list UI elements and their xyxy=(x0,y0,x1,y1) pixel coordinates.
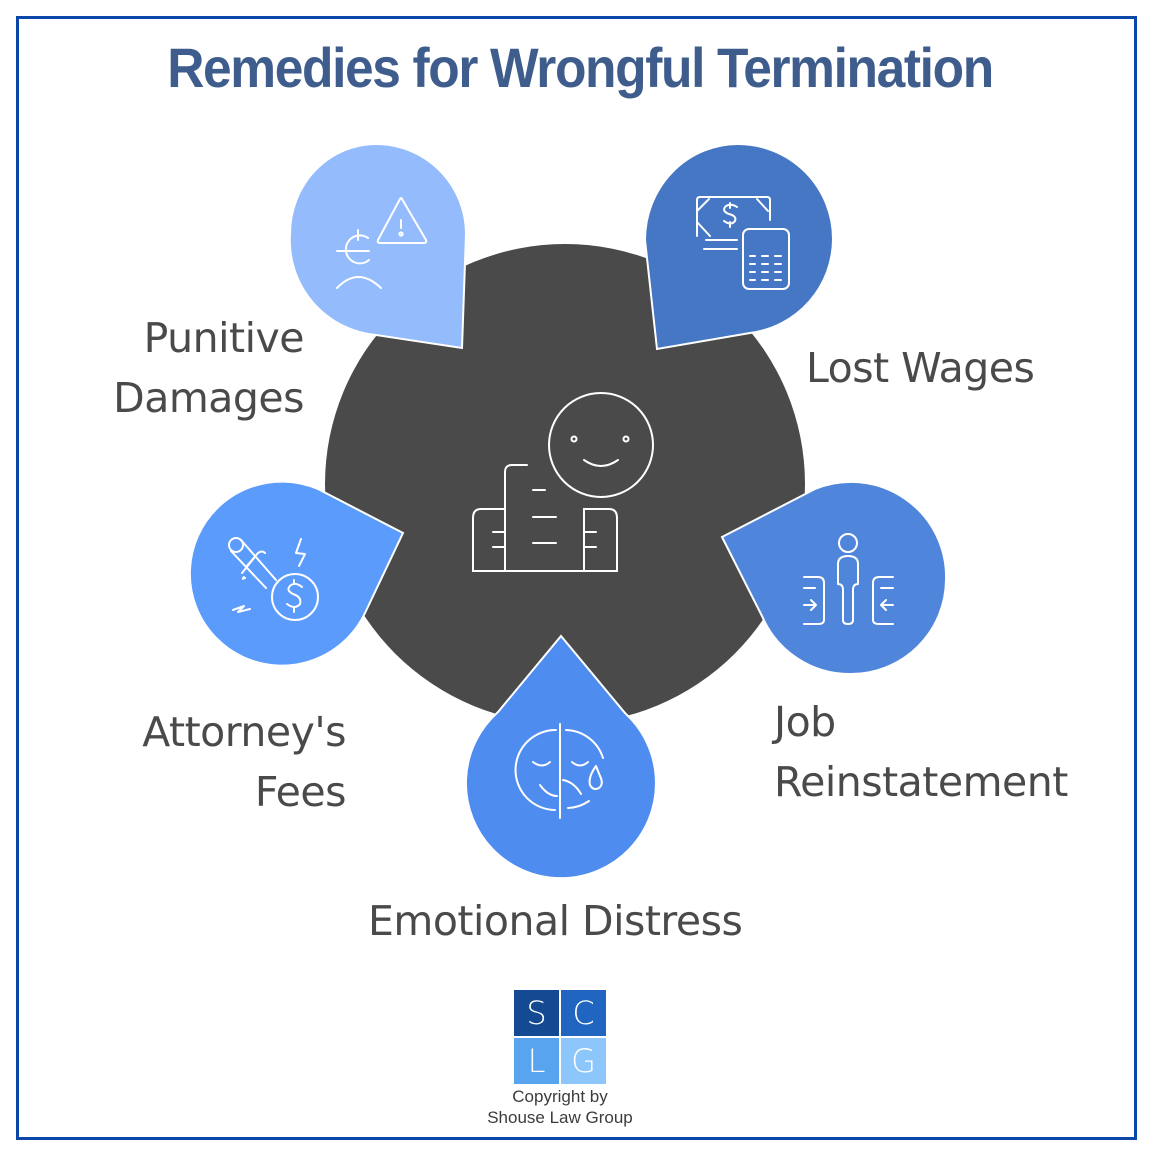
label-punitive-damages: Punitive Damages xyxy=(60,308,304,428)
sad-happy-face-icon xyxy=(514,723,604,819)
logo-cell-c: C xyxy=(561,990,606,1036)
label-attorneys-fees: Attorney's Fees xyxy=(60,702,346,822)
label-line: Lost Wages xyxy=(806,344,1035,392)
copyright-text: Copyright by Shouse Law Group xyxy=(460,1086,660,1128)
label-line: Punitive xyxy=(143,314,305,362)
label-job-reinstatement: Job Reinstatement xyxy=(774,692,1068,812)
page-title: Remedies for Wrongful Termination xyxy=(167,36,994,99)
gavel-dollar-icon xyxy=(228,537,319,621)
label-line: Reinstatement xyxy=(774,758,1068,806)
infographic-border xyxy=(16,16,1137,1140)
sclg-logo: S C L G xyxy=(514,990,606,1084)
drop-job-reinstatement[interactable] xyxy=(720,480,948,676)
logo-cell-s: S xyxy=(514,990,559,1036)
logo-cell-g: G xyxy=(561,1038,606,1084)
person-reinstatement-icon xyxy=(803,533,894,625)
center-circle xyxy=(325,244,805,724)
copyright-line-1: Copyright by xyxy=(512,1087,608,1106)
label-line: Emotional Distress xyxy=(368,897,743,945)
drop-attorneys-fees[interactable] xyxy=(188,480,405,667)
money-calculator-icon xyxy=(696,196,790,290)
label-emotional-distress: Emotional Distress xyxy=(368,891,743,951)
label-line: Attorney's xyxy=(142,708,346,756)
drop-punitive-damages[interactable] xyxy=(288,142,468,350)
logo-cell-l: L xyxy=(514,1038,559,1084)
drop-emotional-distress[interactable] xyxy=(464,634,657,880)
happy-employee-building-icon xyxy=(472,392,654,572)
label-lost-wages: Lost Wages xyxy=(806,338,1035,398)
label-line: Fees xyxy=(254,768,347,816)
label-line: Job xyxy=(774,698,836,746)
person-warning-icon xyxy=(336,197,428,289)
label-line: Damages xyxy=(113,374,304,422)
copyright-line-2: Shouse Law Group xyxy=(487,1108,633,1127)
drop-lost-wages[interactable] xyxy=(643,142,835,351)
